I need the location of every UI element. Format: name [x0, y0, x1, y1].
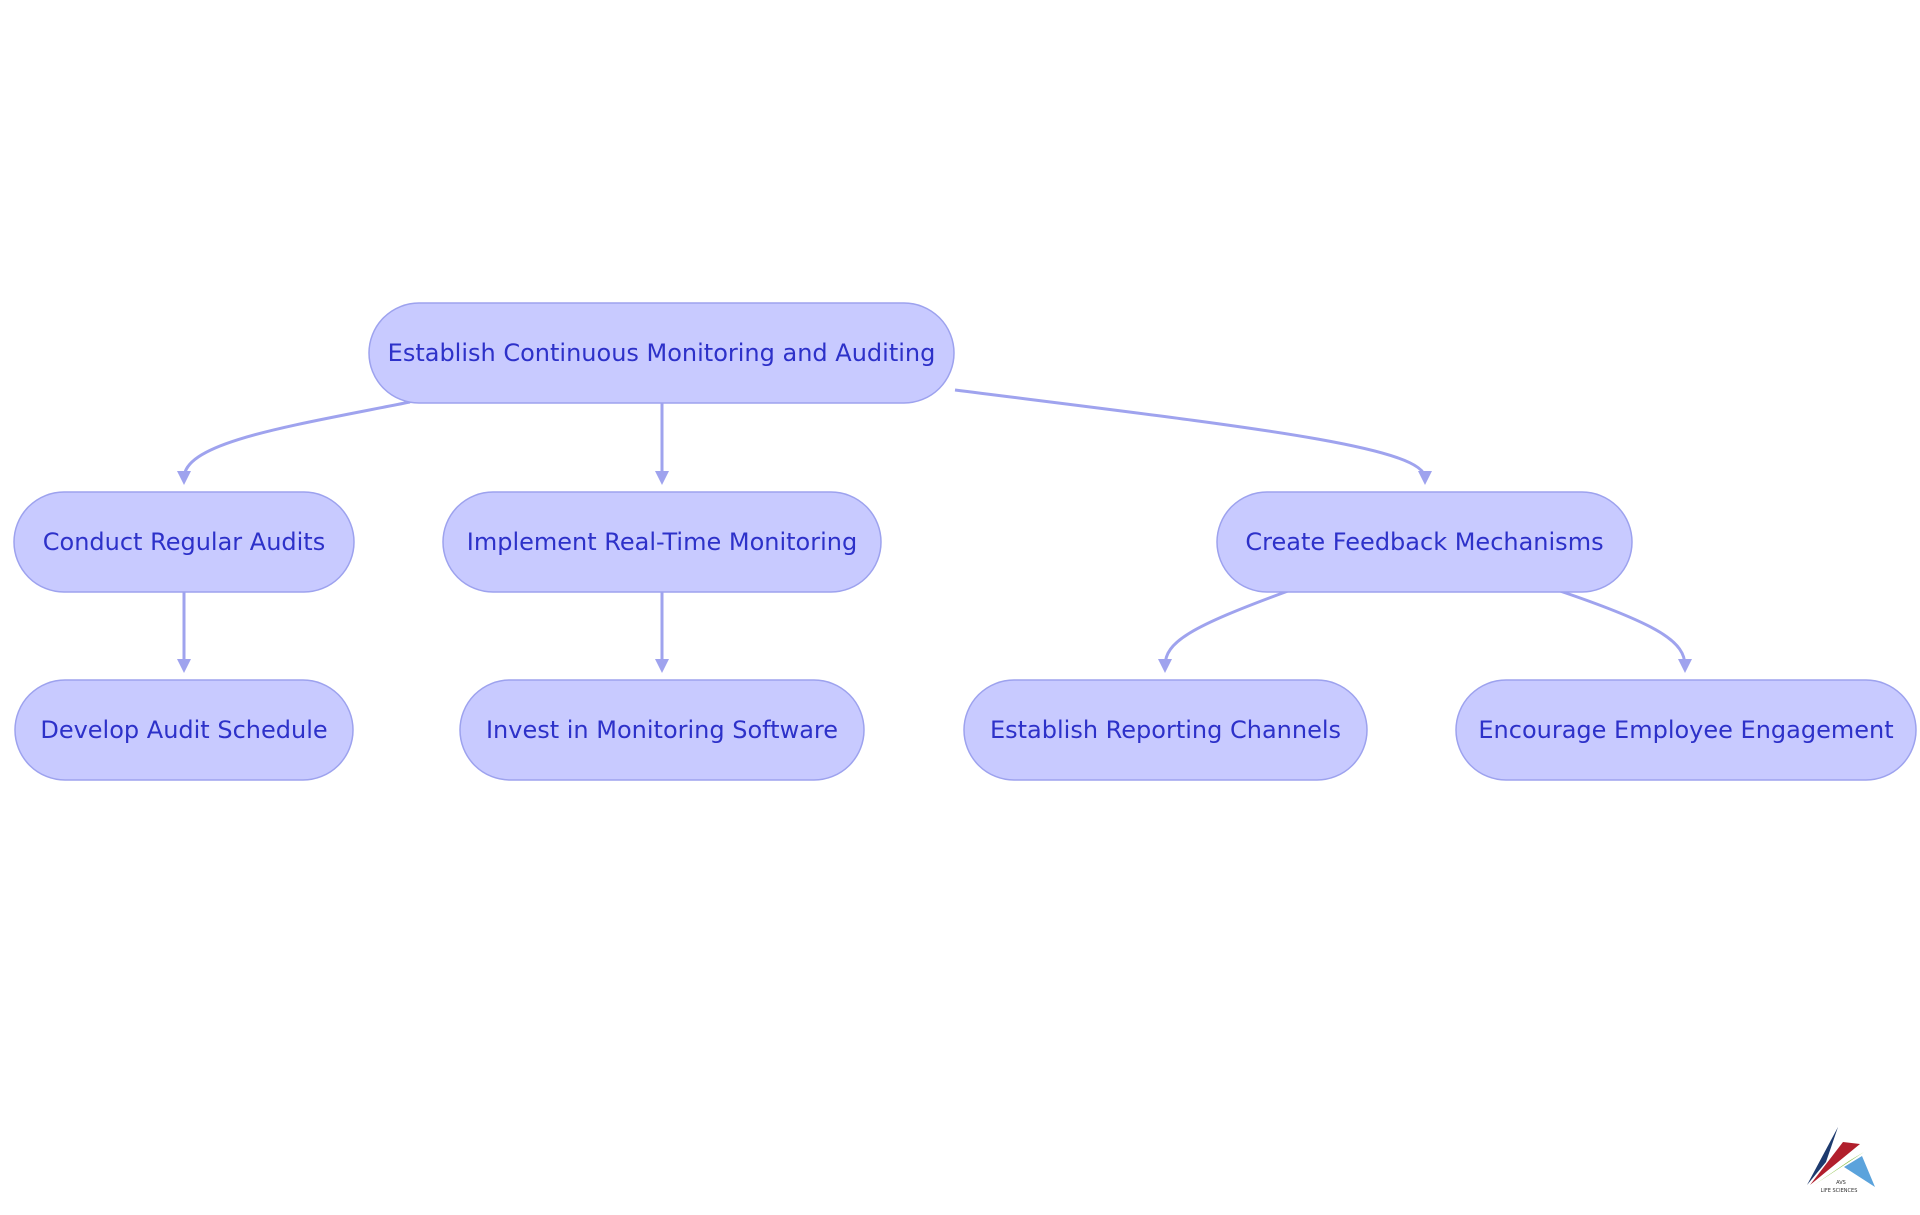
avs-life-sciences-logo-icon: AVS LIFE SCIENCES — [1807, 1127, 1875, 1194]
edge-feedback-reporting — [1158, 589, 1289, 673]
edges — [177, 388, 1692, 673]
node-reporting[interactable]: Establish Reporting Channels — [963, 679, 1368, 781]
node-software[interactable]: Invest in Monitoring Software — [459, 679, 865, 781]
node-label: Establish Continuous Monitoring and Audi… — [388, 339, 936, 367]
node-label: Invest in Monitoring Software — [486, 716, 838, 744]
node-label: Develop Audit Schedule — [40, 716, 327, 744]
edge-root-audits — [177, 400, 411, 485]
logo-text-line2: LIFE SCIENCES — [1821, 1188, 1858, 1194]
node-label: Establish Reporting Channels — [990, 716, 1341, 744]
node-schedule[interactable]: Develop Audit Schedule — [14, 679, 354, 781]
node-label: Conduct Regular Audits — [43, 528, 325, 556]
node-label: Implement Real-Time Monitoring — [467, 528, 857, 556]
node-realtime[interactable]: Implement Real-Time Monitoring — [442, 491, 882, 593]
edge-root-feedback — [954, 388, 1432, 485]
nodes: Establish Continuous Monitoring and Audi… — [13, 302, 1917, 781]
node-label: Encourage Employee Engagement — [1478, 716, 1893, 744]
edge-feedback-engagement — [1559, 589, 1692, 673]
node-feedback[interactable]: Create Feedback Mechanisms — [1216, 491, 1633, 593]
node-engagement[interactable]: Encourage Employee Engagement — [1455, 679, 1917, 781]
node-root[interactable]: Establish Continuous Monitoring and Audi… — [368, 302, 955, 404]
logo-text-line1: AVS — [1836, 1180, 1846, 1186]
node-label: Create Feedback Mechanisms — [1245, 528, 1603, 556]
node-audits[interactable]: Conduct Regular Audits — [13, 491, 355, 593]
